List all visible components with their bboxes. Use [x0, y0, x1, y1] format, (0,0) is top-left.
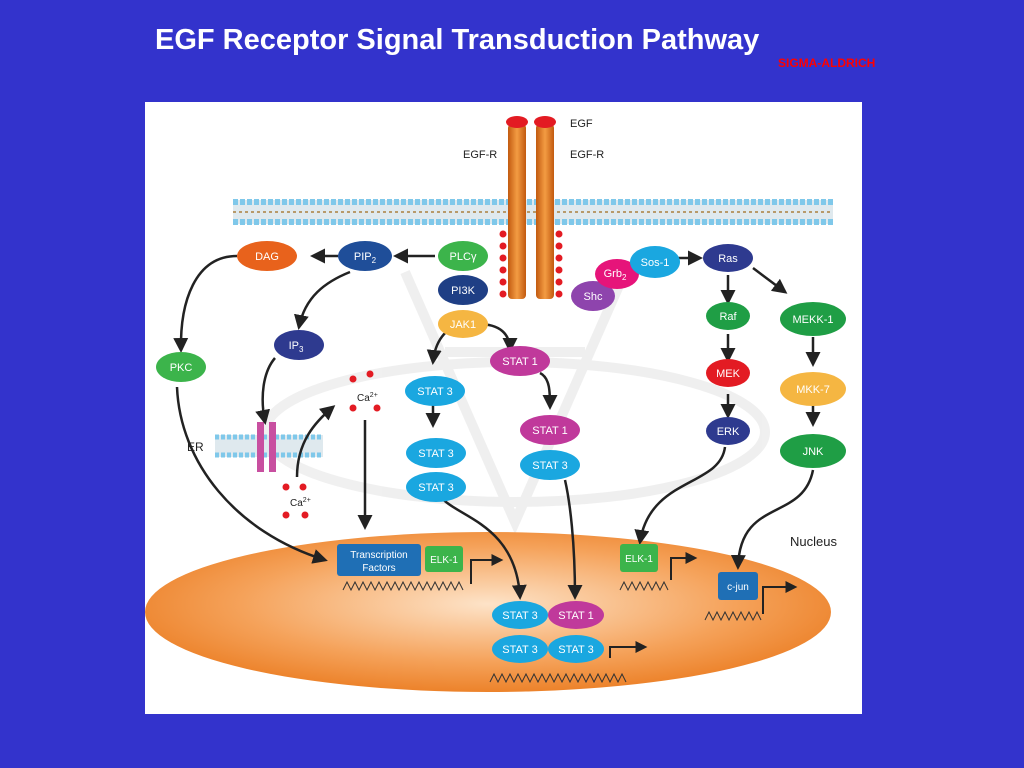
egf-label: EGF [570, 118, 593, 130]
svg-text:STAT 3: STAT 3 [532, 460, 567, 472]
node-jak1: JAK1 [438, 310, 488, 338]
node-stat3-nucleus-c: STAT 3 [548, 635, 604, 663]
node-ras: Ras [703, 244, 753, 272]
egfr-left-label: EGF-R [463, 149, 497, 161]
svg-text:STAT 3: STAT 3 [558, 644, 593, 656]
svg-text:MEKK-1: MEKK-1 [793, 314, 834, 326]
svg-text:STAT 3: STAT 3 [418, 482, 453, 494]
svg-text:Shc: Shc [584, 291, 603, 303]
node-pip2: PIP2 [338, 241, 392, 271]
svg-text:STAT 1: STAT 1 [502, 356, 537, 368]
node-pi3k: PI3K [438, 275, 488, 305]
node-mek: MEK [706, 359, 750, 387]
svg-text:ERK: ERK [717, 426, 740, 438]
node-raf: Raf [706, 302, 750, 330]
node-stat3-cytoplasm-d: STAT 3 [406, 472, 466, 502]
calcium-ions-bottom [282, 483, 309, 519]
svg-text:PI3K: PI3K [451, 285, 476, 297]
svg-text:STAT 1: STAT 1 [558, 610, 593, 622]
svg-text:Factors: Factors [362, 563, 395, 574]
node-dag: DAG [237, 241, 297, 271]
svg-text:STAT 3: STAT 3 [502, 610, 537, 622]
box-elk1-a: ELK-1 [425, 546, 463, 572]
node-plcg: PLCγ [438, 241, 488, 271]
svg-text:Grb2: Grb2 [604, 268, 627, 282]
node-sos1: Sos-1 [630, 246, 680, 278]
svg-text:JAK1: JAK1 [450, 319, 476, 331]
svg-text:JNK: JNK [803, 446, 824, 458]
node-stat3-nucleus-b: STAT 3 [492, 635, 548, 663]
node-jnk: JNK [780, 434, 846, 468]
svg-text:Transcription: Transcription [350, 550, 407, 561]
node-stat1-nucleus: STAT 1 [548, 601, 604, 629]
svg-text:Raf: Raf [719, 311, 737, 323]
node-stat3-cytoplasm-a: STAT 3 [405, 376, 465, 406]
node-stat3-cytoplasm-b: STAT 3 [406, 438, 466, 468]
er-membrane [215, 422, 323, 472]
svg-text:c-jun: c-jun [727, 582, 749, 593]
cell-membrane [233, 199, 833, 225]
node-stat3-cytoplasm-c: STAT 3 [520, 450, 580, 480]
box-elk1-b: ELK-1 [620, 544, 658, 572]
node-stat1-cytoplasm-b: STAT 1 [520, 415, 580, 445]
egf-receptor [499, 116, 563, 299]
node-stat1-cytoplasm-a: STAT 1 [490, 346, 550, 376]
svg-text:MEK: MEK [716, 368, 741, 380]
nucleus [145, 532, 831, 692]
calcium-label-top: Ca2+ [357, 392, 378, 404]
gene-promoter-arrows [470, 552, 798, 658]
node-ip3: IP3 [274, 330, 324, 360]
node-pkc: PKC [156, 352, 206, 382]
svg-text:DAG: DAG [255, 251, 279, 263]
svg-text:STAT 3: STAT 3 [502, 644, 537, 656]
node-erk: ERK [706, 417, 750, 445]
svg-text:Ras: Ras [718, 253, 738, 265]
dna-strands [342, 580, 762, 684]
svg-text:Sos-1: Sos-1 [641, 257, 670, 269]
svg-text:PLCγ: PLCγ [450, 251, 477, 263]
calcium-label-bottom: Ca2+ [290, 497, 311, 509]
brand-logo-text: SIGMA-ALDRICH [778, 56, 876, 70]
svg-text:PKC: PKC [170, 362, 193, 374]
box-transcription-factors: Transcription Factors [337, 544, 421, 576]
node-mekk1: MEKK-1 [780, 302, 846, 336]
svg-text:ELK-1: ELK-1 [625, 554, 653, 565]
node-shc: Shc [571, 281, 615, 311]
svg-text:MKK-7: MKK-7 [796, 384, 830, 396]
node-grb2: Grb2 [595, 259, 639, 289]
pathway-diagram: Nucleus ER EGF EGF-R EGF-R Ca2+ [145, 102, 862, 714]
egfr-right-label: EGF-R [570, 149, 604, 161]
node-stat3-nucleus-a: STAT 3 [492, 601, 548, 629]
node-mkk7: MKK-7 [780, 372, 846, 406]
nucleus-label: Nucleus [790, 534, 837, 549]
pathway-svg: Nucleus ER EGF EGF-R EGF-R Ca2+ [145, 116, 846, 692]
svg-text:STAT 1: STAT 1 [532, 425, 567, 437]
svg-text:STAT 3: STAT 3 [417, 386, 452, 398]
watermark-logo [260, 269, 770, 535]
svg-text:STAT 3: STAT 3 [418, 448, 453, 460]
calcium-ions-top [349, 370, 381, 412]
svg-text:PIP2: PIP2 [354, 251, 377, 265]
slide-title: EGF Receptor Signal Transduction Pathway [155, 24, 760, 56]
svg-text:IP3: IP3 [289, 340, 304, 354]
svg-text:ELK-1: ELK-1 [430, 555, 458, 566]
box-cjun: c-jun [718, 572, 758, 600]
